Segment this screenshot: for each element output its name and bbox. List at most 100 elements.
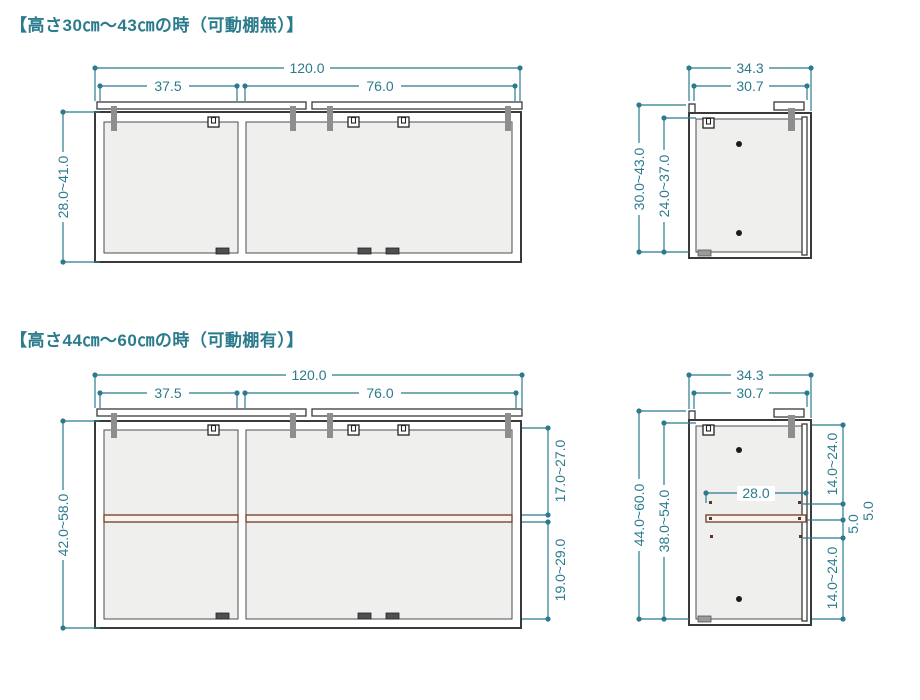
dim-side1-inner-height: 24.0~37.0 (656, 115, 696, 255)
bracket-icon (397, 116, 410, 128)
section2-title: 【高さ44㎝〜60㎝の時（可動棚有）】 (10, 331, 304, 350)
dimension-label: 120.0 (291, 367, 326, 383)
compartment-left (103, 429, 239, 620)
drawing-shape (686, 372, 692, 378)
drawing-shape (840, 517, 846, 523)
drawing-shape (661, 420, 667, 426)
bracket-icon (397, 424, 410, 436)
drawing-shape (545, 519, 551, 525)
drawing-shape (691, 83, 697, 89)
mount-tab-icon (290, 106, 296, 131)
dim-side2-outer-height: 44.0~60.0 (631, 408, 689, 622)
drawing-shape (97, 390, 103, 396)
drawing-shape (661, 249, 667, 255)
drawing-shape (55, 490, 71, 560)
bracket-icon (347, 424, 360, 436)
bottom-fitting (697, 249, 712, 257)
drawing-shape (737, 486, 775, 501)
dim-front2-height: 42.0~58.0 (55, 418, 100, 631)
side-view-2: 34.3 30.7 28.0 (631, 367, 876, 626)
dimension-label: 28.0~41.0 (55, 155, 71, 218)
adjustable-shelf (245, 514, 513, 523)
door-stopper (357, 612, 372, 620)
drawing-shape (731, 386, 769, 401)
screw-hole (736, 447, 742, 453)
dimension-label: 44.0~60.0 (631, 483, 647, 546)
dimension-label: 37.5 (154, 385, 181, 401)
drawing-shape (60, 259, 66, 265)
dimension-label: 5.0 (860, 501, 876, 521)
drawing-shape (286, 367, 332, 382)
top-rail-left (96, 101, 307, 110)
section1-title: 【高さ30㎝〜43㎝の時（可動棚無）】 (10, 16, 304, 35)
door-stopper (385, 612, 400, 620)
front-view-1: 120.0 37.5 76.0 (55, 60, 523, 265)
drawing-shape (840, 422, 846, 428)
mount-tab-icon (111, 413, 117, 438)
drawing-shape (92, 65, 98, 71)
drawing-shape (808, 372, 814, 378)
drawing-shape (60, 418, 66, 424)
drawing-shape (703, 490, 709, 496)
drawing-shape (55, 152, 71, 222)
dim-front1-height: 28.0~41.0 (55, 109, 100, 265)
drawing-shape (97, 83, 103, 89)
dim-front1-total-width: 120.0 (92, 60, 523, 101)
dimension-label: 34.3 (736, 60, 763, 76)
dimension-label: 30.0~43.0 (631, 147, 647, 210)
dim-side2-total-width: 34.3 (686, 367, 814, 418)
drawing-shape (60, 625, 66, 631)
top-rail-right (311, 408, 523, 417)
top-rail-right (311, 101, 523, 110)
dim-side1-outer-height: 30.0~43.0 (631, 102, 689, 255)
shelf-pin-hole (709, 501, 712, 504)
side-interior (695, 118, 803, 253)
drawing-shape (661, 616, 667, 622)
drawing-shape (840, 535, 846, 541)
shelf-pin-hole (798, 517, 801, 520)
shelf-pin-hole (798, 501, 801, 504)
bracket-icon (702, 424, 715, 436)
drawing-shape (147, 78, 189, 93)
adjustable-shelf-side (705, 514, 807, 523)
compartment-right (245, 429, 513, 620)
drawing-shape (519, 372, 525, 378)
drawing-shape (631, 479, 647, 551)
dim-side1-total-width: 34.3 (686, 60, 814, 111)
drawing-shape (691, 390, 697, 396)
drawing-shape (661, 115, 667, 121)
dim-front2-left-width: 37.5 (97, 385, 240, 408)
screw-hole (736, 230, 742, 236)
dimension-label: 30.7 (736, 385, 763, 401)
drawing-shape (242, 390, 248, 396)
drawing-shape (513, 390, 519, 396)
drawing-shape (803, 490, 809, 496)
screw-hole (736, 141, 742, 147)
dim-side2-shelf-depth: 28.0 (703, 485, 809, 503)
dimension-label: 17.0~27.0 (552, 439, 568, 502)
door-stopper (385, 247, 400, 255)
dimension-label: 42.0~58.0 (55, 493, 71, 556)
mount-tab-icon (290, 413, 296, 438)
dim-side2-right-stack: 14.0~24.0 5.0 5.0 14.0~24.0 (803, 422, 876, 622)
door-panel (801, 116, 808, 256)
drawing-shape (512, 83, 518, 89)
dimension-label: 30.7 (736, 78, 763, 94)
drawing-shape (808, 65, 814, 71)
drawing-shape (840, 501, 846, 507)
dimension-label: 76.0 (366, 78, 393, 94)
drawing-shape (824, 428, 840, 500)
dim-front1-left-width: 37.5 (97, 78, 240, 101)
drawing-shape (242, 83, 248, 89)
drawing-shape (234, 83, 240, 89)
mount-tab-icon (505, 413, 511, 438)
drawing-shape (804, 390, 810, 396)
drawing-shape (545, 616, 551, 622)
adjustable-shelf (103, 514, 239, 523)
bottom-fitting (697, 615, 712, 623)
mount-tab-icon (788, 108, 795, 131)
dim-front1-right-width: 76.0 (242, 78, 518, 101)
dimension-label: 14.0~24.0 (824, 432, 840, 495)
dimension-label: 28.0 (742, 485, 769, 501)
